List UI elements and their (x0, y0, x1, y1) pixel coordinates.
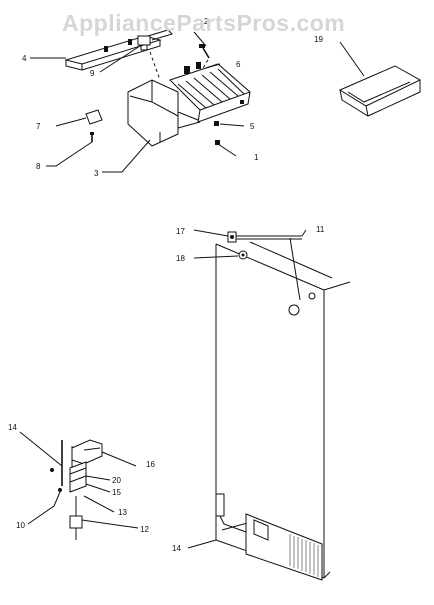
callout-1: 1 (254, 153, 259, 162)
callout-labels: 4 9 2 6 19 7 5 1 8 3 17 11 18 14 16 20 1… (8, 17, 325, 553)
cabinet-body (215, 241, 351, 579)
part-19-ice-bin (338, 65, 422, 117)
callout-10: 10 (16, 521, 25, 530)
callout-2: 2 (204, 17, 209, 26)
callout-14-cabinet: 14 (172, 544, 181, 553)
callout-20: 20 (112, 476, 121, 485)
callout-18: 18 (176, 254, 185, 263)
watermark: AppliancePartsPros.com (62, 10, 346, 36)
callout-4: 4 (22, 54, 27, 63)
part-4-bracket (64, 29, 173, 71)
callout-5: 5 (250, 122, 255, 131)
callout-8: 8 (36, 162, 41, 171)
leader-lines (19, 31, 365, 549)
callout-6: 6 (236, 60, 241, 69)
part-5-screw (214, 121, 219, 126)
part-7-pad (85, 109, 103, 125)
callout-14-valve: 14 (8, 423, 17, 432)
callout-11: 11 (316, 225, 325, 234)
callout-15: 15 (112, 488, 121, 497)
part-9-clip (137, 35, 151, 51)
callout-9: 9 (90, 69, 95, 78)
part-6-ice-tray (169, 62, 251, 123)
water-valve-assembly (50, 439, 103, 540)
callout-3: 3 (94, 169, 99, 178)
callout-17: 17 (176, 227, 185, 236)
part-1-screw (215, 140, 220, 145)
callout-12: 12 (140, 525, 149, 534)
part-8-screw (90, 132, 94, 142)
callout-7: 7 (36, 122, 41, 131)
part-11-water-line (234, 235, 316, 316)
callout-16: 16 (146, 460, 155, 469)
callout-19: 19 (314, 35, 323, 44)
part-6-fastener (240, 100, 244, 104)
assembly-guide-lines (149, 51, 209, 81)
part-18-grommet (238, 250, 248, 260)
compressor-grill (245, 513, 323, 581)
part-2-screw (199, 44, 210, 59)
part-3-icemaker-housing (127, 79, 201, 147)
callout-13: 13 (118, 508, 127, 517)
part-17-fitting (227, 231, 237, 243)
